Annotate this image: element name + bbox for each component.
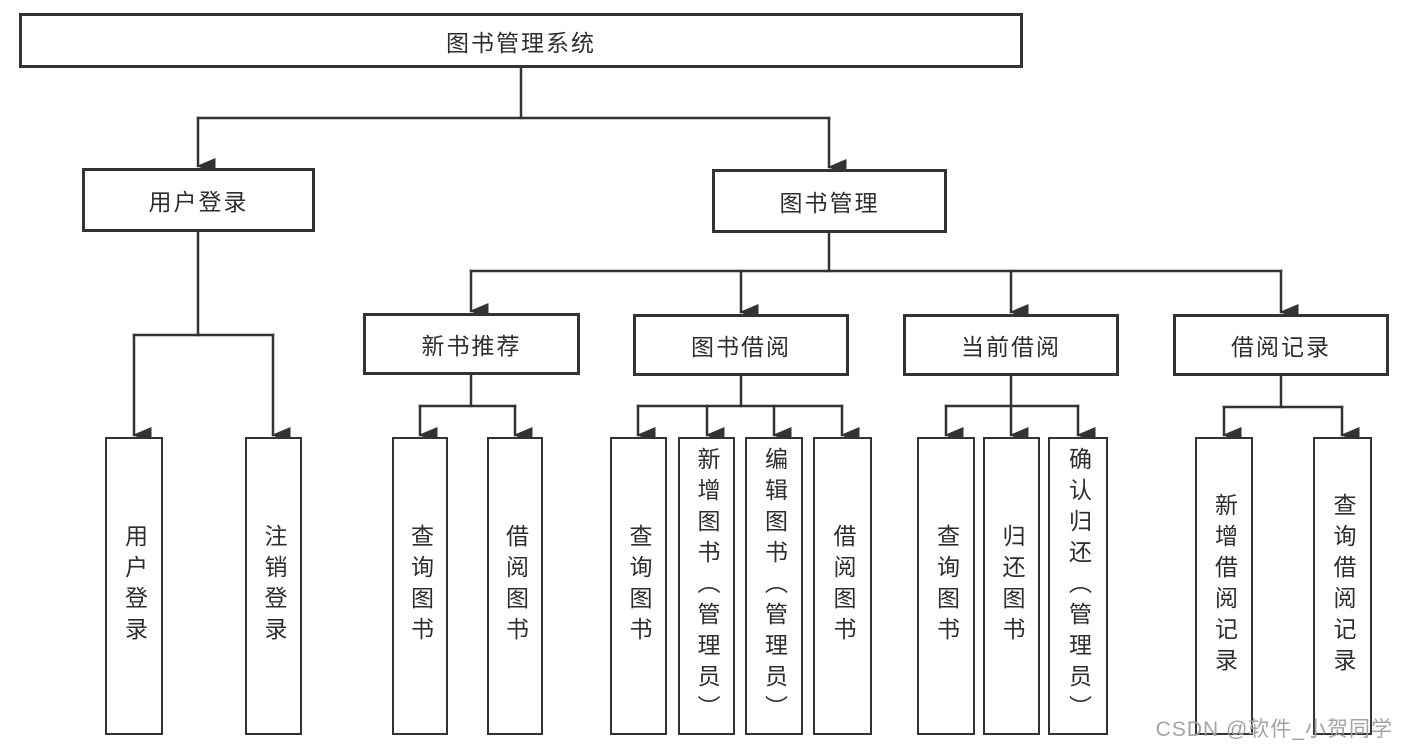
node-leaf-edit-book-admin: 编辑图书（管理员） [745,437,803,735]
node-label: 查询图书 [407,524,434,648]
node-label: 查询图书 [626,524,652,648]
node-label: 新增借阅记录 [1211,493,1238,679]
node-label: 借阅图书 [502,524,529,648]
node-label: 查询借阅记录 [1330,493,1356,679]
node-leaf-borrow-book-1: 借阅图书 [487,437,543,735]
node-label: 归还图书 [999,524,1025,648]
node-book-management: 图书管理 [712,169,947,233]
node-label: 图书借阅 [691,334,791,360]
node-current-borrowing: 当前借阅 [903,314,1119,376]
watermark: CSDN @软件_小贺同学 [1155,718,1393,741]
connector-userlogin-to-leaves [132,230,291,444]
node-leaf-query-book-1: 查询图书 [392,437,448,735]
node-leaf-return-book: 归还图书 [983,437,1040,735]
node-book-borrowing: 图书借阅 [633,314,849,376]
connector-borrowrecords-to-leaves [1222,374,1360,444]
node-label: 借阅记录 [1231,334,1331,360]
node-label: 确认归还（管理员） [1065,446,1092,726]
node-label: 查询图书 [933,524,960,648]
node-label: 新增图书（管理员） [694,446,720,726]
node-user-login: 用户登录 [82,168,315,232]
node-label: 用户登录 [148,189,249,215]
node-label: 新书推荐 [421,333,522,359]
node-new-book-recommend: 新书推荐 [363,313,580,375]
connector-root-to-level2 [196,65,847,176]
node-leaf-logout: 注销登录 [245,437,302,735]
node-leaf-borrow-book-2: 借阅图书 [813,437,872,735]
connector-currentborrow-to-leaves [944,374,1096,444]
node-label: 借阅图书 [830,524,856,648]
node-leaf-query-borrow-record: 查询借阅记录 [1313,437,1372,735]
node-label: 用户登录 [121,524,148,648]
node-label: 当前借阅 [961,334,1061,360]
node-label: 注销登录 [261,524,287,648]
node-library-system: 图书管理系统 [19,13,1023,68]
node-leaf-query-book-3: 查询图书 [917,437,975,735]
node-borrow-records: 借阅记录 [1173,314,1389,376]
node-label: 图书管理 [779,190,880,216]
connector-bookborrow-to-leaves [636,374,860,444]
node-leaf-add-borrow-record: 新增借阅记录 [1195,437,1253,735]
node-label: 图书管理系统 [446,29,596,56]
node-leaf-user-login: 用户登录 [105,437,163,735]
node-leaf-confirm-return-admin: 确认归还（管理员） [1048,437,1108,735]
node-leaf-query-book-2: 查询图书 [610,437,667,735]
node-label: 编辑图书（管理员） [761,446,788,726]
node-leaf-add-book-admin: 新增图书（管理员） [678,437,735,735]
connector-newbookrec-to-leaves [418,373,533,444]
connector-bookmgmt-to-level3 [469,231,1299,321]
